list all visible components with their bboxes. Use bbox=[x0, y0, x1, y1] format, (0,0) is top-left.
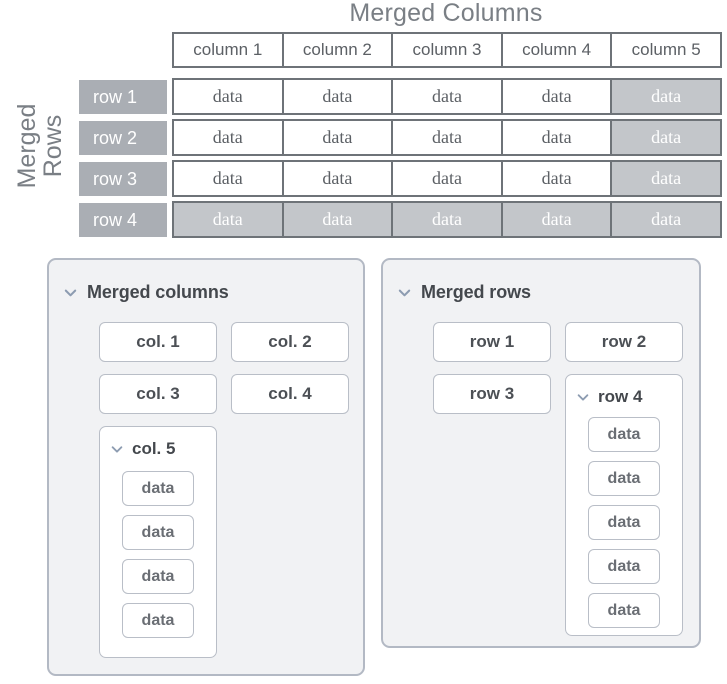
table-row: data data data data data bbox=[172, 119, 722, 156]
data-chip[interactable]: data bbox=[588, 461, 660, 496]
merged-columns-axis-title: Merged Columns bbox=[349, 0, 543, 27]
col-1-chip[interactable]: col. 1 bbox=[99, 322, 217, 362]
chevron-down-icon[interactable] bbox=[397, 285, 412, 300]
col-5-group-header[interactable]: col. 5 bbox=[110, 439, 175, 459]
table-cell: data bbox=[501, 78, 612, 115]
merged-columns-panel-header[interactable]: Merged columns bbox=[63, 282, 229, 303]
table-cell: data bbox=[501, 119, 612, 156]
row-label: row 2 bbox=[79, 121, 167, 155]
table-row-label-stack: row 1 row 2 row 3 row 4 bbox=[79, 80, 167, 237]
col-2-chip[interactable]: col. 2 bbox=[231, 322, 349, 362]
merged-columns-panel-title: Merged columns bbox=[87, 282, 229, 302]
table-cell: data bbox=[172, 119, 283, 156]
row-1-chip[interactable]: row 1 bbox=[433, 322, 551, 362]
col-3-chip[interactable]: col. 3 bbox=[99, 374, 217, 414]
data-chip[interactable]: data bbox=[122, 471, 194, 506]
tree-panels: Merged columns col. 1 col. 2 col. 3 col.… bbox=[0, 258, 727, 684]
row-label: row 4 bbox=[79, 203, 167, 237]
table-cell: data bbox=[611, 119, 722, 156]
chevron-down-icon[interactable] bbox=[63, 285, 78, 300]
table-cell: data bbox=[282, 119, 393, 156]
row-4-group-header[interactable]: row 4 bbox=[576, 387, 642, 407]
table-cell: data bbox=[392, 78, 502, 115]
column-header-cell: column 4 bbox=[501, 32, 612, 68]
table-column-header-row: column 1 column 2 column 3 column 4 colu… bbox=[172, 32, 722, 68]
row-label: row 1 bbox=[79, 80, 167, 114]
table-cell: data bbox=[282, 201, 393, 238]
table-cell: data bbox=[172, 201, 283, 238]
data-chip[interactable]: data bbox=[588, 505, 660, 540]
data-chip[interactable]: data bbox=[122, 603, 194, 638]
col-5-group-title: col. 5 bbox=[132, 439, 176, 458]
table-cell: data bbox=[611, 78, 722, 115]
data-chip[interactable]: data bbox=[122, 559, 194, 594]
merged-rows-panel-title: Merged rows bbox=[421, 282, 531, 302]
chevron-down-icon[interactable] bbox=[576, 390, 591, 405]
column-header-cell: column 5 bbox=[611, 32, 722, 68]
table-cell: data bbox=[392, 119, 502, 156]
row-4-group: row 4 data data data data data bbox=[565, 374, 683, 636]
table-cell: data bbox=[501, 201, 612, 238]
table-cell: data bbox=[392, 201, 502, 238]
col-5-data-list: data data data data bbox=[100, 471, 216, 638]
row-4-group-title: row 4 bbox=[598, 387, 643, 406]
column-header-cell: column 2 bbox=[282, 32, 393, 68]
col-5-group: col. 5 data data data data bbox=[99, 426, 217, 658]
table-cell: data bbox=[282, 78, 393, 115]
table-cell: data bbox=[611, 201, 722, 238]
merged-rows-panel-header[interactable]: Merged rows bbox=[397, 282, 531, 303]
col-4-chip[interactable]: col. 4 bbox=[231, 374, 349, 414]
data-chip[interactable]: data bbox=[588, 593, 660, 628]
table-cell: data bbox=[172, 78, 283, 115]
merged-columns-panel: Merged columns col. 1 col. 2 col. 3 col.… bbox=[47, 258, 365, 676]
merged-rows-axis-title: Merged Rows bbox=[13, 103, 67, 189]
table-cell: data bbox=[501, 160, 612, 197]
column-header-cell: column 1 bbox=[172, 32, 283, 68]
row-label: row 3 bbox=[79, 162, 167, 196]
chevron-down-icon[interactable] bbox=[110, 442, 125, 457]
table-row: data data data data data bbox=[172, 160, 722, 197]
table-row: data data data data data bbox=[172, 201, 722, 238]
column-header-cell: column 3 bbox=[392, 32, 502, 68]
table-cell: data bbox=[392, 160, 502, 197]
row-2-chip[interactable]: row 2 bbox=[565, 322, 683, 362]
table-row: data data data data data bbox=[172, 78, 722, 115]
table-cell: data bbox=[611, 160, 722, 197]
row-3-chip[interactable]: row 3 bbox=[433, 374, 551, 414]
row-4-data-list: data data data data data bbox=[566, 417, 682, 628]
data-chip[interactable]: data bbox=[588, 417, 660, 452]
data-chip[interactable]: data bbox=[588, 549, 660, 584]
table-body: data data data data data data data data … bbox=[172, 78, 722, 238]
merged-rows-panel: Merged rows row 1 row 2 row 3 row 4 data… bbox=[381, 258, 701, 648]
data-chip[interactable]: data bbox=[122, 515, 194, 550]
table-cell: data bbox=[172, 160, 283, 197]
merged-table-diagram: Merged Columns Merged Rows column 1 colu… bbox=[0, 0, 727, 250]
table-cell: data bbox=[282, 160, 393, 197]
